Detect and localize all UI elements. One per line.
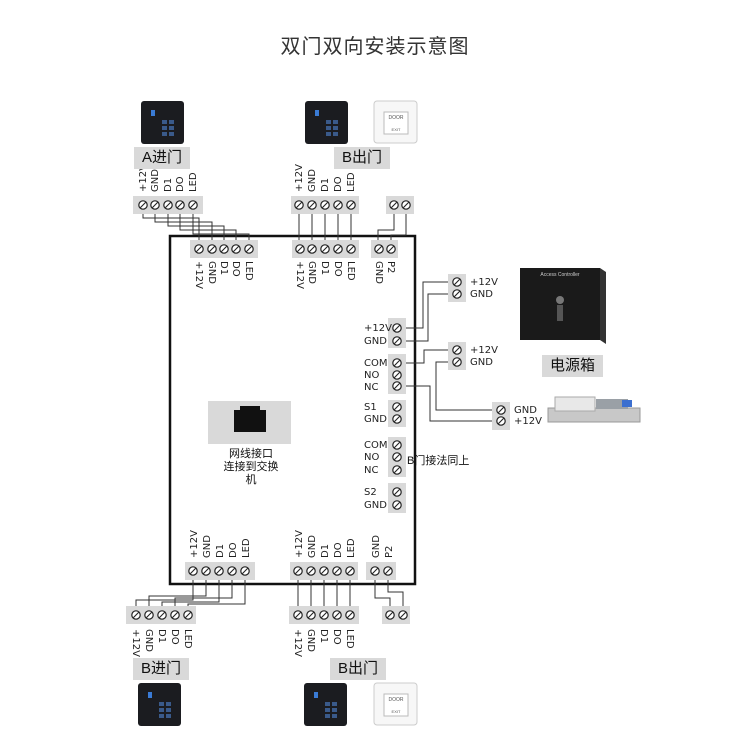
pin-label: +12V <box>292 629 303 657</box>
pin-label: LED <box>346 538 357 558</box>
exit-button-icon: DOOR EXIT <box>373 682 418 726</box>
pin-label: GND <box>307 535 318 558</box>
pin-label: COM <box>364 358 387 369</box>
pin-label: DO <box>333 176 344 192</box>
pin-label: GND <box>143 629 154 652</box>
pin-label: LED <box>241 538 252 558</box>
pin-label: DO <box>169 629 180 645</box>
network-port-label: 网线接口 连接到交换机 <box>223 448 279 486</box>
exit-button-icon: DOOR EXIT <box>373 100 418 144</box>
pin-label: D1 <box>320 178 331 192</box>
pin-label: GND <box>206 261 217 284</box>
pin-label: +12V <box>470 345 498 356</box>
pin-label: D1 <box>156 629 167 643</box>
b-out-door-label-bottom: B出门 <box>330 658 387 680</box>
pin-label: D1 <box>320 544 331 558</box>
pin-label: GND <box>364 336 387 347</box>
a-in-door-label: A进门 <box>134 147 191 169</box>
pin-label: D1 <box>163 178 174 192</box>
pin-label: P2 <box>384 546 395 558</box>
pin-label: +12V <box>294 530 305 558</box>
pin-label: DOOR <box>389 115 404 121</box>
pin-label: GND <box>306 261 317 284</box>
b-door-same-note: B门接法同上 <box>407 455 470 467</box>
pin-label: LED <box>346 172 357 192</box>
pin-label: Access Controller <box>540 272 580 278</box>
pin-label: P2 <box>385 261 396 273</box>
pin-label: DO <box>331 629 342 645</box>
pin-label: EXIT <box>392 127 401 132</box>
pin-label: D1 <box>215 544 226 558</box>
card-reader-icon <box>141 101 184 144</box>
card-reader-icon <box>305 101 348 144</box>
pin-label: LED <box>344 629 355 649</box>
pin-label: D1 <box>318 629 329 643</box>
pin-label: DO <box>175 176 186 192</box>
controller-board <box>168 234 417 586</box>
pin-label: EXIT <box>392 709 401 714</box>
pin-label: NO <box>364 452 379 463</box>
pin-label: +12V <box>364 323 392 334</box>
pin-label: GND <box>514 405 537 416</box>
pin-label: +12V <box>514 416 542 427</box>
pin-label: +12V <box>138 164 149 192</box>
pin-label: GND <box>470 357 493 368</box>
power-supply-icon: Access Controller <box>520 268 606 344</box>
pin-label: GND <box>364 500 387 511</box>
pin-label: GND <box>470 289 493 300</box>
pin-label: GND <box>373 261 384 284</box>
b-out-door-label: B出门 <box>334 147 391 169</box>
pin-label: LED <box>243 261 254 281</box>
pin-label: NC <box>364 382 378 393</box>
pin-label: D1 <box>218 261 229 275</box>
diagram-title: 双门双向安装示意图 <box>280 36 470 58</box>
pin-label: DOOR <box>389 697 404 703</box>
pin-label: GND <box>307 169 318 192</box>
card-reader-icon <box>138 683 181 726</box>
pin-label: NO <box>364 370 379 381</box>
pin-label: +12V <box>294 261 305 289</box>
pin-label: +12V <box>130 629 141 657</box>
pin-label: +12V <box>189 530 200 558</box>
pin-label: DO <box>228 542 239 558</box>
pin-label: GND <box>150 169 161 192</box>
pin-label: S2 <box>364 487 377 498</box>
electric-lock-icon <box>547 396 641 423</box>
card-reader-icon <box>304 683 347 726</box>
power-box-label: 电源箱 <box>542 355 604 377</box>
pin-label: +12V <box>294 164 305 192</box>
pin-label: LED <box>345 261 356 281</box>
pin-label: DO <box>333 542 344 558</box>
pin-label: COM <box>364 440 387 451</box>
pin-label: GND <box>305 629 316 652</box>
pin-label: NC <box>364 465 378 476</box>
pin-label: GND <box>364 414 387 425</box>
pin-label: DO <box>332 261 343 277</box>
pin-label: S1 <box>364 402 377 413</box>
pin-label: D1 <box>319 261 330 275</box>
b-in-door-label: B进门 <box>133 658 190 680</box>
pin-label: DO <box>230 261 241 277</box>
pin-label: LED <box>182 629 193 649</box>
network-port-icon <box>208 401 291 444</box>
pin-label: +12V <box>193 261 204 289</box>
pin-label: LED <box>188 172 199 192</box>
pin-label: GND <box>202 535 213 558</box>
pin-label: GND <box>371 535 382 558</box>
pin-label: +12V <box>470 277 498 288</box>
